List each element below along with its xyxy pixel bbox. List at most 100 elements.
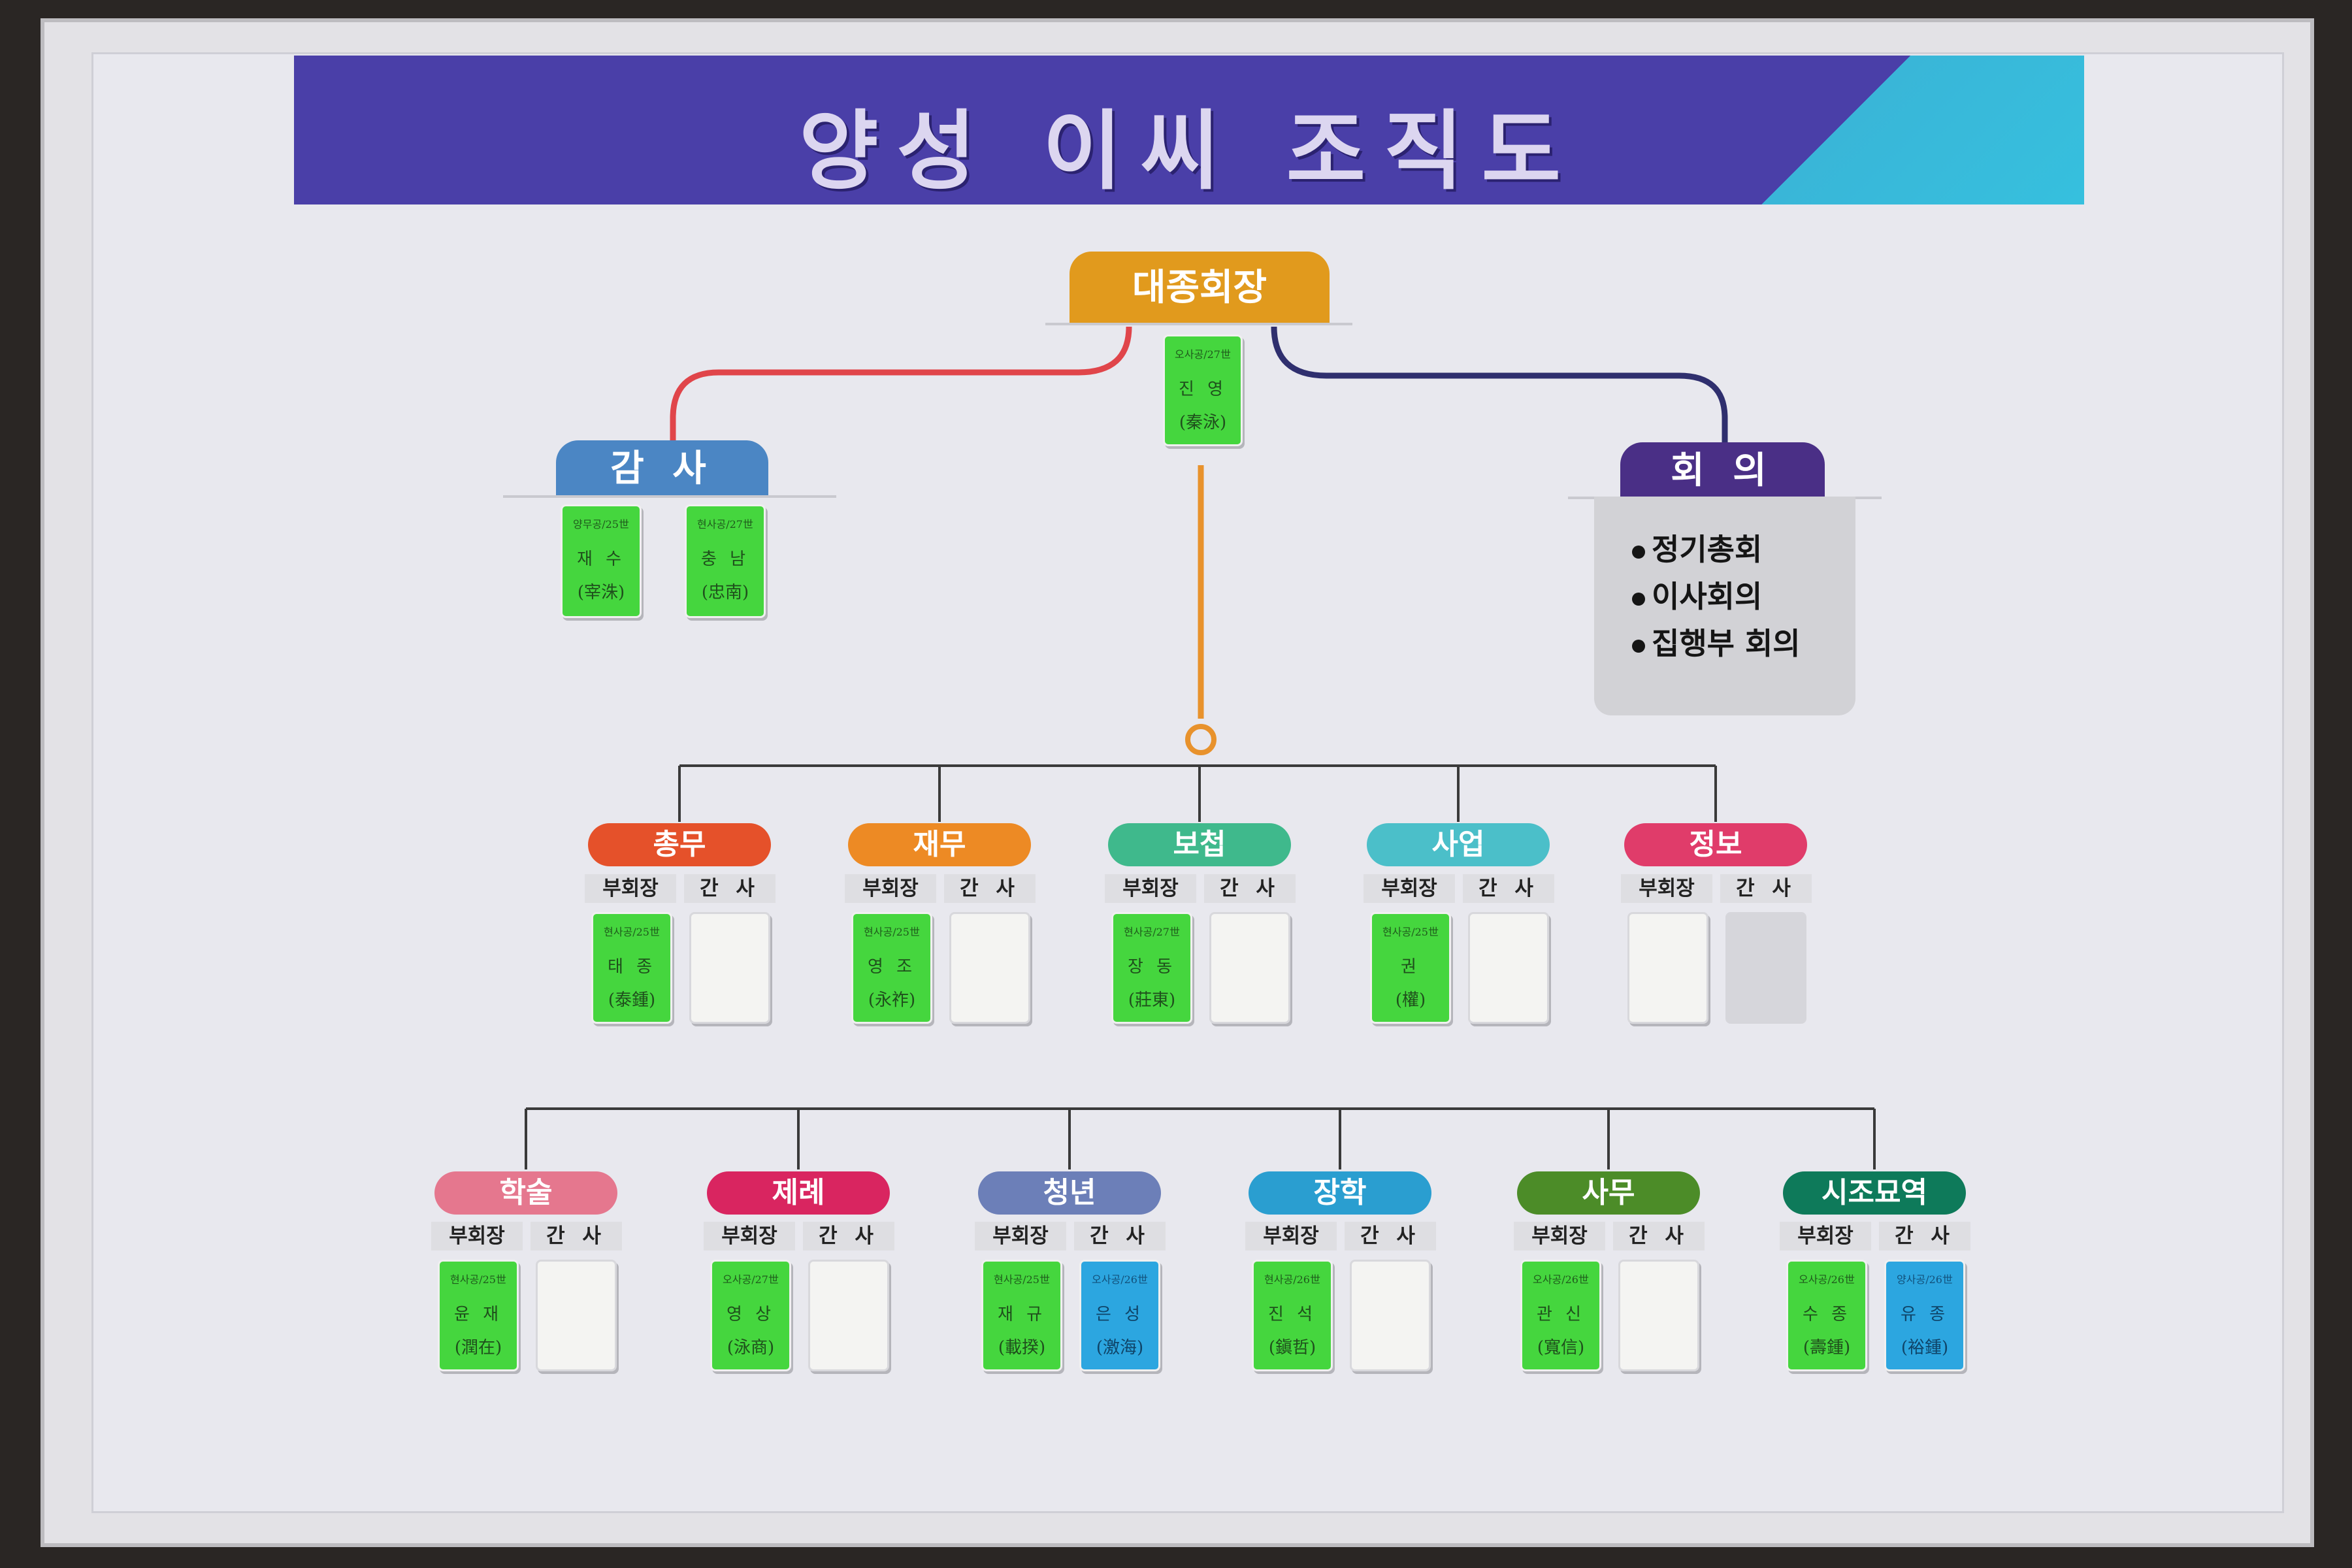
card-name: 충 남 <box>700 549 750 569</box>
meeting-label: 회 의 <box>1620 442 1825 500</box>
card-hanja: (激海) <box>1096 1338 1144 1358</box>
meeting-list-box: 정기총회 이사회의 집행부 회의 <box>1594 497 1855 715</box>
card-generation: 현사공/25世 <box>864 926 920 938</box>
vice-president-card: 현사공/25世 윤 재 (潤在) <box>438 1260 519 1371</box>
vice-president-header: 부회장 <box>1780 1222 1871 1250</box>
vice-president-header: 부회장 <box>1621 874 1712 903</box>
secretary-card <box>1350 1260 1431 1371</box>
department-label: 사무 <box>1517 1171 1700 1215</box>
card-hanja: (裕鍾) <box>1901 1338 1949 1358</box>
bullet-icon <box>1632 639 1645 653</box>
banner-accent <box>1588 56 2084 204</box>
card-hanja: (潤在) <box>454 1338 502 1358</box>
department-label: 사업 <box>1367 823 1550 866</box>
vice-president-header: 부회장 <box>704 1222 795 1250</box>
card-name: 수 종 <box>1802 1305 1852 1324</box>
meeting-item-label: 이사회의 <box>1652 579 1763 614</box>
card-generation: 현사공/25世 <box>994 1273 1050 1286</box>
card-generation: 오사공/26世 <box>1092 1273 1148 1286</box>
page-title: 양성 이씨 조직도 <box>799 101 1579 202</box>
card-name: 권 <box>1401 957 1420 977</box>
meeting-item: 이사회의 <box>1632 573 1855 620</box>
secretary-card <box>1725 912 1806 1024</box>
vice-president-header: 부회장 <box>585 874 676 903</box>
secretary-card: 양사공/26世 유 종 (裕鍾) <box>1884 1260 1965 1371</box>
secretary-header: 간 사 <box>531 1222 622 1250</box>
card-hanja: (鎭哲) <box>1268 1338 1316 1358</box>
audit-label: 감 사 <box>556 440 768 498</box>
secretary-card <box>949 912 1030 1024</box>
card-name: 태 종 <box>607 957 657 977</box>
card-generation: 양사공/26世 <box>1897 1273 1953 1286</box>
audit-card-2: 현사공/27世 충 남 (忠南) <box>685 504 766 618</box>
vice-president-card <box>1627 912 1708 1024</box>
audit-underline <box>503 495 836 498</box>
card-name: 진 영 <box>1178 380 1228 399</box>
department-label: 청년 <box>978 1171 1161 1215</box>
card-name: 재 규 <box>997 1305 1047 1324</box>
card-hanja: (忠南) <box>701 583 749 602</box>
secretary-header: 간 사 <box>803 1222 894 1250</box>
vice-president-card: 현사공/25世 권 (權) <box>1370 912 1451 1024</box>
vice-president-card: 오사공/27世 영 상 (泳商) <box>710 1260 791 1371</box>
secretary-header: 간 사 <box>1720 874 1812 903</box>
card-generation: 오사공/27世 <box>723 1273 779 1286</box>
bullet-icon <box>1632 545 1645 559</box>
secretary-header: 간 사 <box>1879 1222 1970 1250</box>
department-label: 학술 <box>434 1171 617 1215</box>
card-hanja: (載揆) <box>998 1338 1046 1358</box>
secretary-card <box>1618 1260 1699 1371</box>
card-generation: 현사공/25世 <box>450 1273 506 1286</box>
department-label: 정보 <box>1624 823 1807 866</box>
card-hanja: (秦泳) <box>1179 413 1227 433</box>
card-hanja: (泳商) <box>727 1338 775 1358</box>
secretary-header: 간 사 <box>944 874 1036 903</box>
card-name: 영 상 <box>726 1305 776 1324</box>
vice-president-header: 부회장 <box>1514 1222 1605 1250</box>
card-hanja: (壽鍾) <box>1803 1338 1851 1358</box>
vice-president-header: 부회장 <box>1364 874 1455 903</box>
secretary-card <box>689 912 770 1024</box>
secretary-card <box>1468 912 1549 1024</box>
card-hanja: (泰鍾) <box>608 990 656 1010</box>
department-label: 장학 <box>1249 1171 1431 1215</box>
title-banner: 양성 이씨 조직도 <box>294 56 2084 204</box>
card-name: 윤 재 <box>453 1305 503 1324</box>
vice-president-card: 현사공/25世 재 규 (載揆) <box>981 1260 1062 1371</box>
audit-card-1: 양무공/25世 재 수 (宰洙) <box>561 504 642 618</box>
head-underline <box>1045 323 1352 325</box>
card-generation: 현사공/25世 <box>1382 926 1439 938</box>
card-generation: 오사공/26世 <box>1533 1273 1589 1286</box>
card-name: 진 석 <box>1267 1305 1317 1324</box>
card-generation: 현사공/27世 <box>1124 926 1180 938</box>
secretary-card <box>808 1260 889 1371</box>
card-name: 유 종 <box>1900 1305 1950 1324</box>
secretary-card <box>1209 912 1290 1024</box>
vice-president-header: 부회장 <box>431 1222 523 1250</box>
meeting-item: 집행부 회의 <box>1632 620 1855 667</box>
card-hanja: (權) <box>1395 990 1426 1010</box>
department-label: 총무 <box>588 823 771 866</box>
department-label: 시조묘역 <box>1783 1171 1966 1215</box>
secretary-header: 간 사 <box>1204 874 1296 903</box>
secretary-header: 간 사 <box>1074 1222 1166 1250</box>
card-name: 관 신 <box>1536 1305 1586 1324</box>
vice-president-card: 현사공/25世 영 조 (永祚) <box>851 912 932 1024</box>
card-name: 재 수 <box>576 549 626 569</box>
secretary-header: 간 사 <box>684 874 776 903</box>
secretary-header: 간 사 <box>1463 874 1554 903</box>
card-generation: 현사공/27世 <box>697 518 753 531</box>
card-hanja: (永祚) <box>868 990 916 1010</box>
head-card: 오사공/27世 진 영 (秦泳) <box>1163 335 1243 446</box>
secretary-header: 간 사 <box>1345 1222 1436 1250</box>
card-name: 영 조 <box>867 957 917 977</box>
bullet-icon <box>1632 592 1645 606</box>
vice-president-header: 부회장 <box>975 1222 1066 1250</box>
department-label: 제례 <box>707 1171 890 1215</box>
